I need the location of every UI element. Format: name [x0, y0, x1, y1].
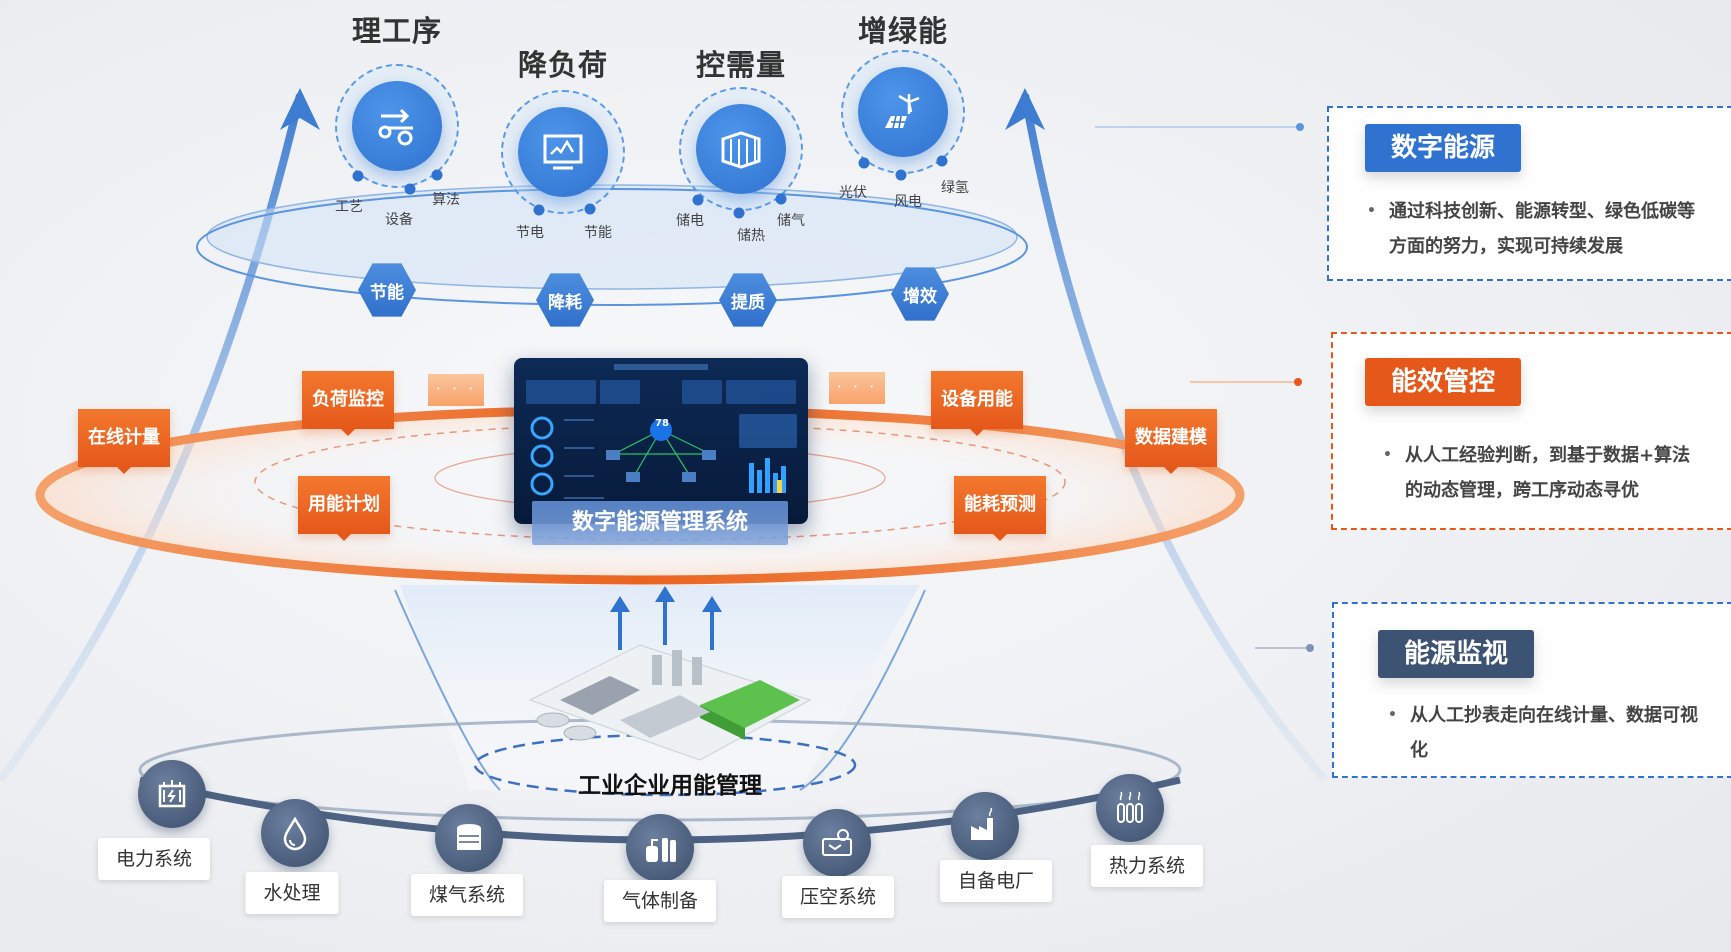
sub-label-store-power: 储电 [676, 213, 704, 229]
system-node-gas[interactable] [435, 804, 503, 872]
sub-label-hydrogen: 绿氢 [941, 180, 969, 196]
sub-label-save-energy: 节能 [584, 225, 612, 241]
container-icon [721, 131, 761, 169]
tag-online-metering[interactable]: 在线计量 [78, 409, 170, 474]
hex-efficiency-increase[interactable]: 增效 [891, 267, 949, 321]
hex-consumption-reduction[interactable]: 降耗 [536, 273, 594, 327]
water-drop-icon [283, 816, 307, 851]
gas-cylinder-icon [646, 838, 676, 862]
goal-circle-load[interactable] [518, 107, 608, 197]
goal-circle-demand[interactable] [696, 104, 786, 194]
tag-equipment-energy[interactable]: 设备用能 [931, 371, 1023, 436]
gas-tank-icon [457, 824, 481, 850]
system-label-gas: 煤气系统 [410, 874, 524, 916]
sub-dot [733, 207, 745, 219]
card-text-energy-monitoring: 从人工抄表走向在线计量、数据可视化 [1388, 698, 1700, 768]
sub-label-pv: 光伏 [839, 185, 867, 201]
system-node-heating[interactable] [1096, 774, 1164, 842]
sub-label-store-gas: 储气 [777, 213, 805, 229]
system-node-power[interactable] [138, 760, 206, 828]
sub-label-process: 工艺 [335, 199, 363, 215]
system-label-water: 水处理 [245, 872, 339, 914]
dashboard-screenshot[interactable]: 78 [514, 358, 808, 524]
sub-label-wind: 风电 [894, 194, 922, 210]
card-text-efficiency-control: 从人工经验判断，到基于数据+算法的动态管理，跨工序动态寻优 [1383, 438, 1705, 508]
factory-caption: 工业企业用能管理 [578, 773, 762, 799]
sub-label-equipment: 设备 [385, 212, 413, 228]
sub-dot [431, 169, 443, 181]
sub-dot [533, 204, 545, 216]
sub-dot [936, 155, 948, 167]
compressor-icon [822, 829, 852, 856]
system-node-water[interactable] [261, 799, 329, 867]
sub-dot [404, 183, 416, 195]
heating-icon [1117, 791, 1143, 823]
hex-quality-improvement[interactable]: 提质 [719, 273, 777, 327]
goal-title-process: 理工序 [351, 14, 443, 48]
more-dots-left[interactable]: · · · [428, 374, 484, 406]
factory-illustration [528, 644, 812, 761]
card-text-digital-energy: 通过科技创新、能源转型、绿色低碳等方面的努力，实现可持续发展 [1367, 194, 1709, 264]
card-efficiency-control: 能效管控 从人工经验判断，到基于数据+算法的动态管理，跨工序动态寻优 [1331, 332, 1731, 530]
card-title-digital-energy: 数字能源 [1365, 124, 1522, 172]
more-dots-right[interactable]: · · · [829, 372, 885, 404]
sub-dot [775, 193, 787, 205]
sub-dot [352, 170, 364, 182]
goal-title-demand: 控需量 [695, 48, 787, 82]
wind-solar-icon [885, 94, 920, 129]
system-label-power-plant: 自备电厂 [939, 860, 1053, 902]
goal-circle-green[interactable] [858, 67, 948, 157]
dashboard-graphic [526, 364, 797, 499]
sub-label-store-heat: 储热 [737, 228, 765, 244]
dashboard-center-value: 78 [655, 418, 669, 429]
sub-dot [895, 169, 907, 181]
tag-load-monitoring[interactable]: 负荷监控 [302, 371, 394, 436]
tag-data-modeling[interactable]: 数据建模 [1125, 409, 1217, 474]
system-node-compressed-air[interactable] [803, 809, 871, 877]
sub-dot [858, 157, 870, 169]
card-energy-monitoring: 能源监视 从人工抄表走向在线计量、数据可视化 [1332, 602, 1731, 778]
system-label-heating: 热力系统 [1090, 845, 1204, 887]
sub-dot [692, 194, 704, 206]
sub-label-algorithm: 算法 [432, 192, 460, 208]
goal-title-load: 降负荷 [517, 48, 609, 82]
tag-consumption-forecast[interactable]: 能耗预测 [954, 476, 1046, 541]
sub-dot [584, 203, 596, 215]
goal-circle-process[interactable] [352, 81, 442, 171]
process-flow-icon [378, 108, 413, 146]
system-label-gas-prep: 气体制备 [603, 880, 717, 922]
system-node-gas-prep[interactable] [626, 814, 694, 882]
system-label-compressed-air: 压空系统 [781, 876, 895, 918]
system-label-power: 电力系统 [97, 838, 211, 880]
card-digital-energy: 数字能源 通过科技创新、能源转型、绿色低碳等方面的努力，实现可持续发展 [1327, 106, 1731, 281]
goal-title-green: 增绿能 [857, 14, 949, 48]
power-plant-icon [971, 807, 993, 840]
dashboard-caption: 数字能源管理系统 [532, 501, 788, 545]
transformer-icon [158, 780, 186, 808]
system-node-power-plant[interactable] [951, 792, 1019, 860]
card-title-efficiency-control: 能效管控 [1365, 358, 1522, 406]
tag-energy-plan[interactable]: 用能计划 [298, 476, 390, 541]
card-title-energy-monitoring: 能源监视 [1378, 630, 1535, 678]
monitor-chart-icon [543, 134, 583, 170]
sub-label-save-power: 节电 [516, 225, 544, 241]
